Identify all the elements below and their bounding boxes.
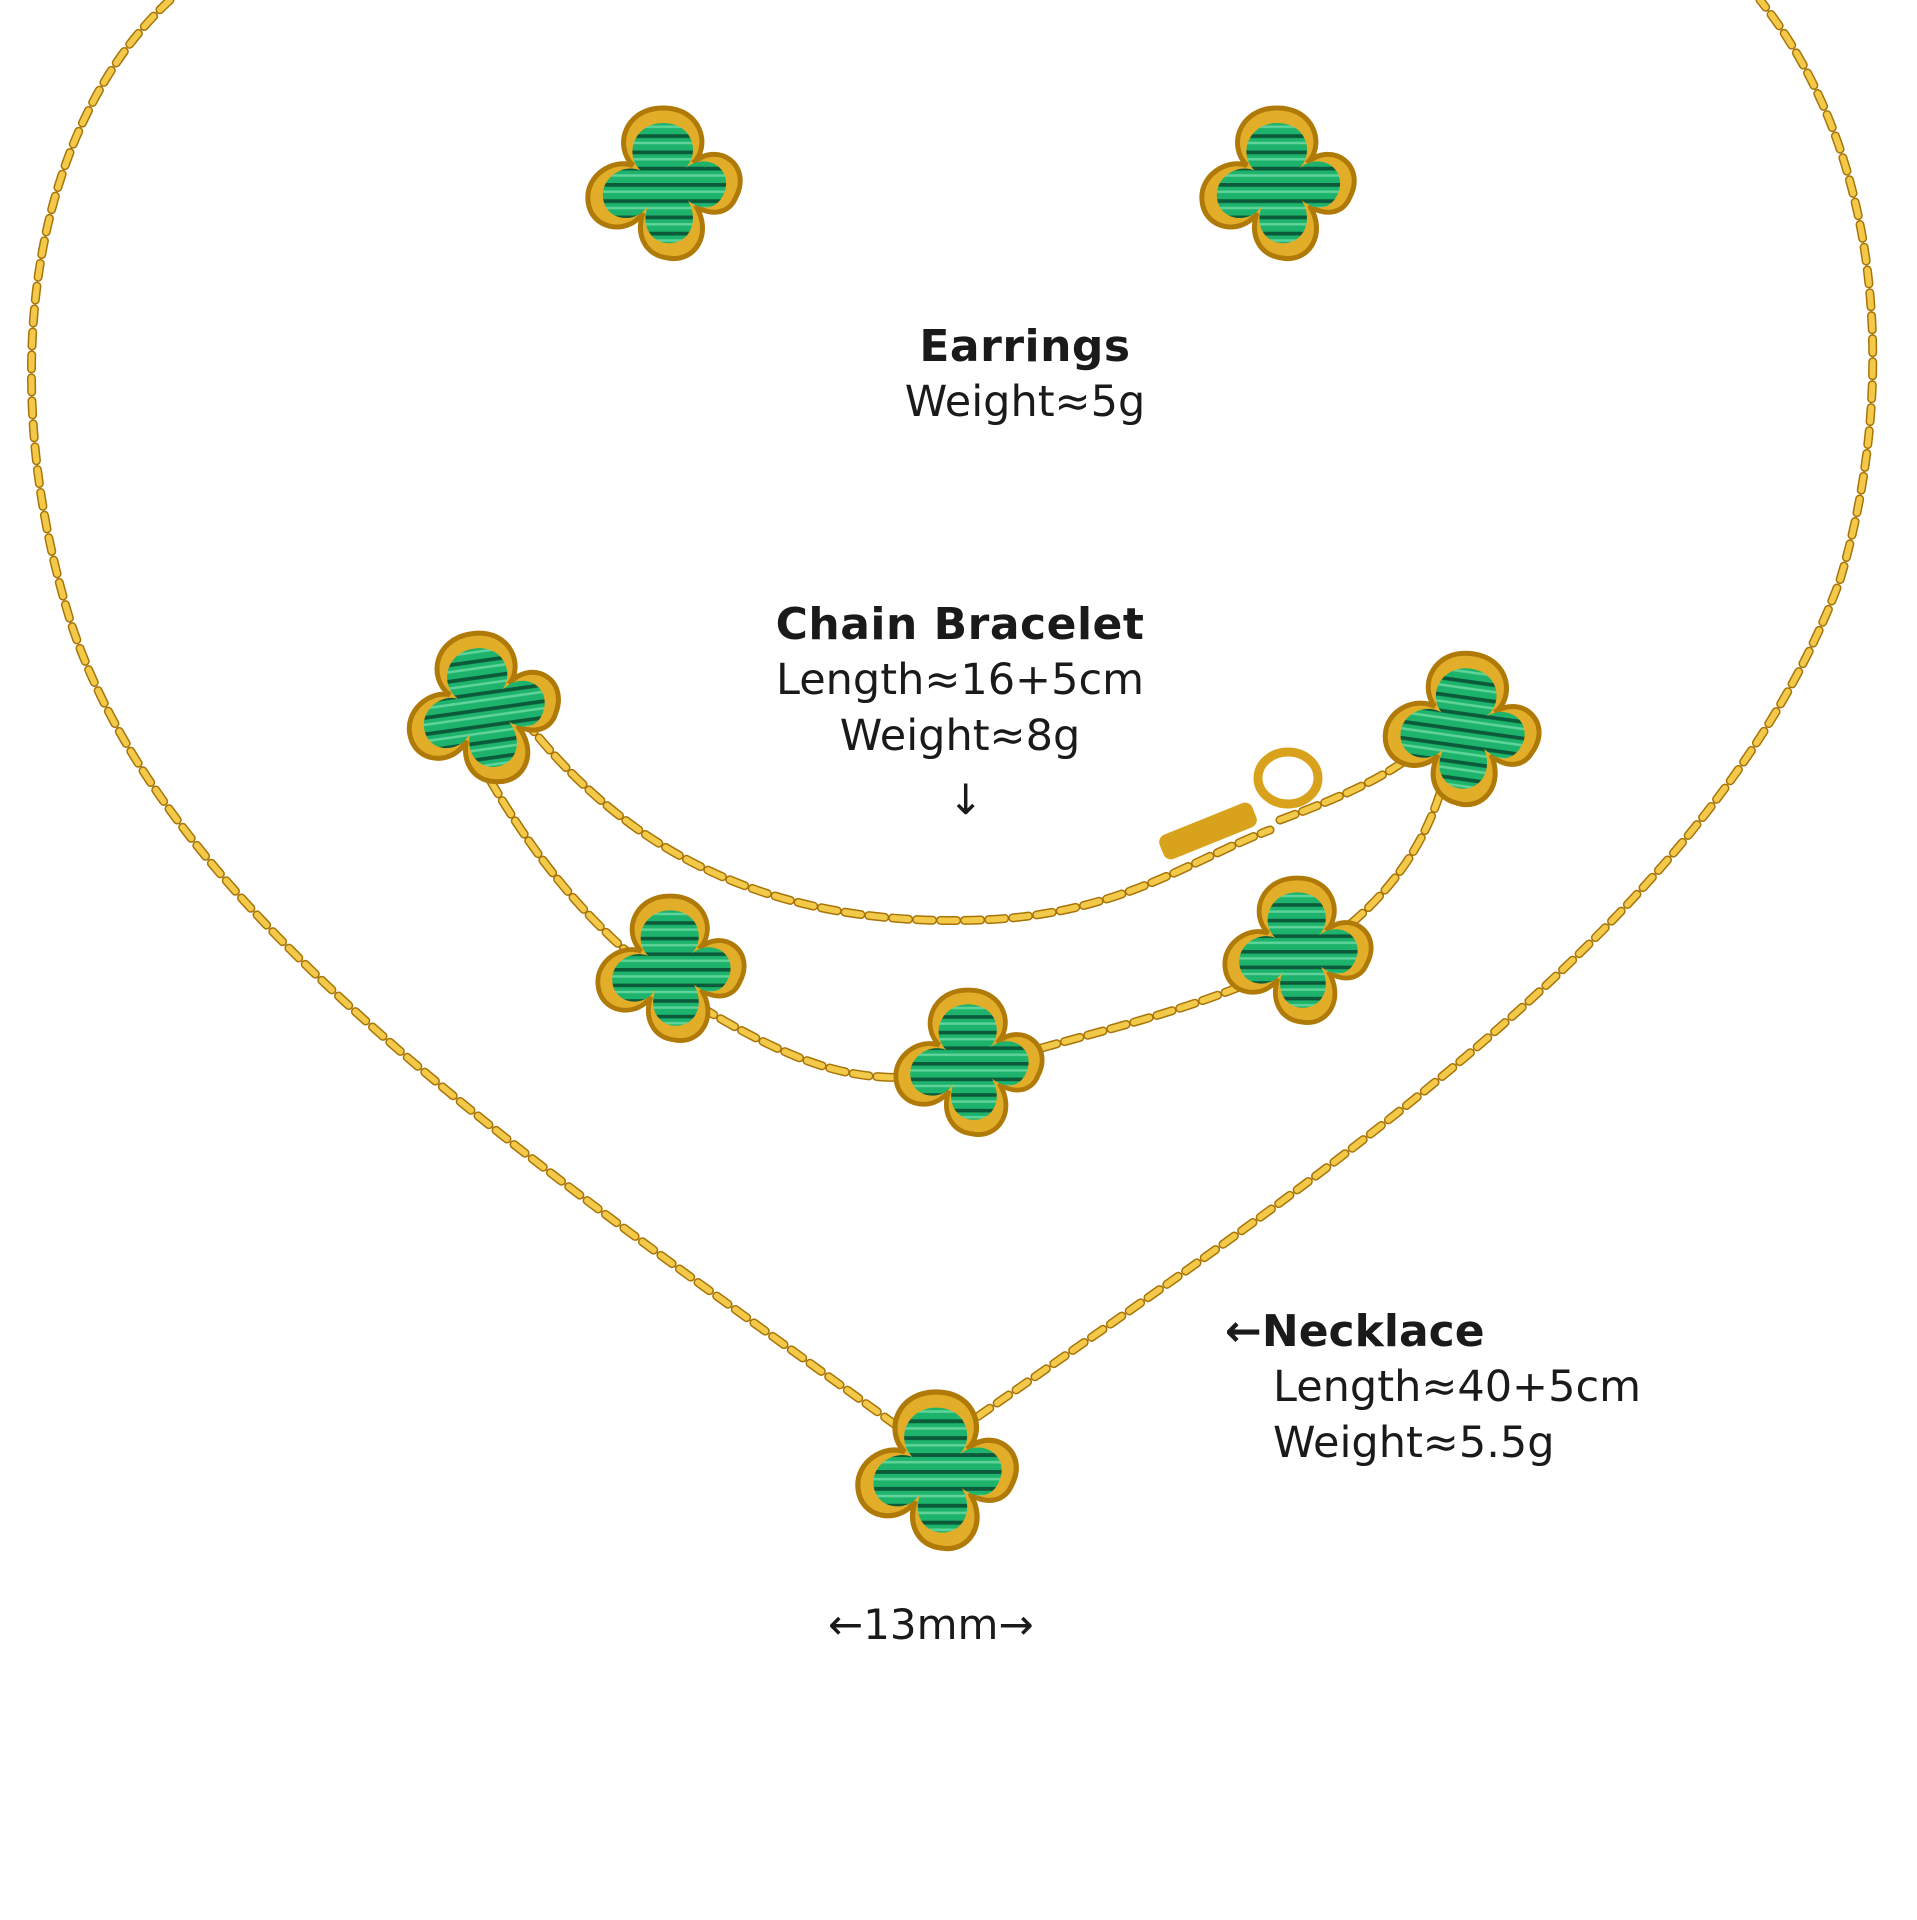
earrings-weight: Weight≈5g [904,377,1146,428]
bracelet-label: Chain Bracelet Length≈16+5cm Weight≈8g [700,596,1220,765]
bracelet-title: Chain Bracelet [775,599,1145,650]
necklace-length: Length≈40+5cm [1273,1362,1641,1413]
pendant-size-label: ←13mm→ [828,1600,1034,1649]
earrings-title: Earrings [919,321,1131,372]
earring-right-clover-icon [1202,108,1354,259]
necklace-label: ←Necklace Length≈40+5cm Weight≈5.5g [1225,1303,1641,1472]
bracelet-charm-5-clover-icon [1377,643,1549,813]
earrings-label: Earrings Weight≈5g [780,318,1270,431]
necklace-weight: Weight≈5.5g [1273,1418,1555,1469]
bracelet-upper-chain [465,635,1275,925]
necklace-title: ←Necklace [1225,1306,1485,1357]
bracelet-charm-1-clover-icon [397,623,569,793]
bracelet-charm-3-clover-icon [896,990,1042,1135]
bracelet-weight: Weight≈8g [839,711,1081,762]
bracelet-length: Length≈16+5cm [776,655,1144,706]
lobster-clasp-icon [1159,747,1323,860]
down-arrow-icon: ↓ [948,775,984,824]
bracelet-charm-4-clover-icon [1225,878,1371,1023]
earring-left-clover-icon [588,108,740,259]
